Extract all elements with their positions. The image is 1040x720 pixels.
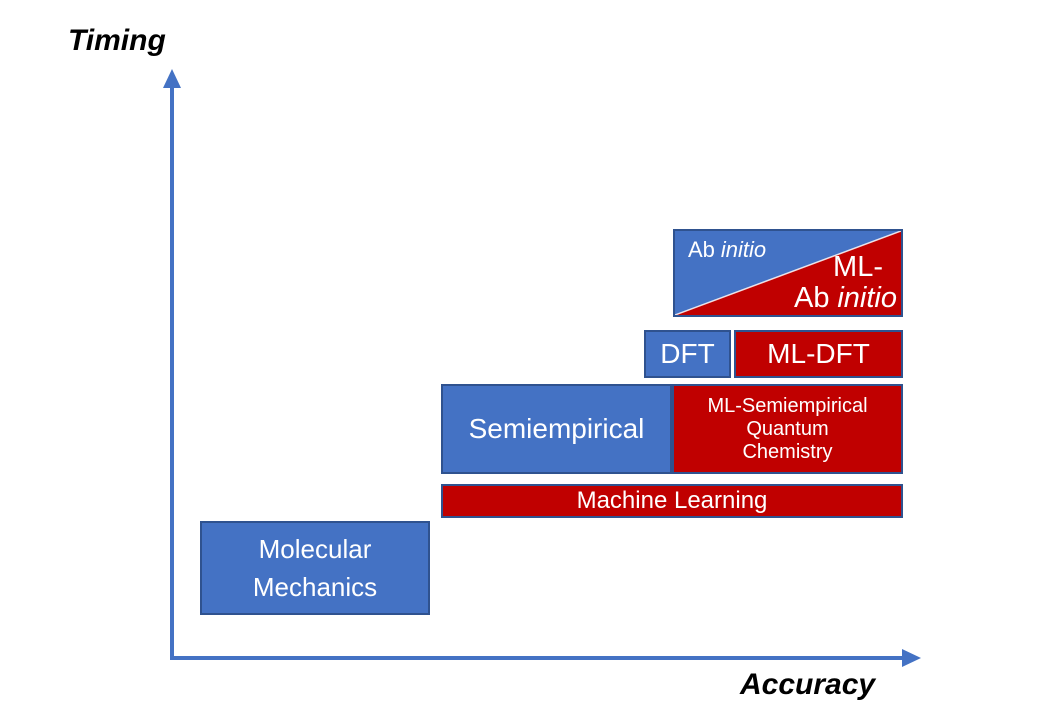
ml-semiempirical-line3: Chemistry [742, 440, 833, 463]
ml-semiempirical-line2: Quantum [746, 417, 829, 440]
ab-initio-italic: initio [720, 237, 767, 262]
ml-semiempirical-line1: ML-Semiempirical [707, 394, 868, 417]
ml-dft-box: ML-DFT [734, 330, 903, 378]
ml-ab-initio-line2-prefix: Ab [794, 282, 830, 314]
ab-initio-prefix: Ab [688, 237, 715, 262]
x-axis-label: Accuracy [740, 668, 876, 701]
y-axis-label: Timing [68, 24, 166, 57]
ml-ab-initio-line1: ML- [833, 251, 883, 283]
ml-ab-initio-line2-italic: initio [837, 282, 897, 314]
y-axis-arrow [163, 69, 181, 659]
dft-box: DFT [644, 330, 731, 378]
molecular-mechanics-line2: Mechanics [252, 572, 378, 602]
molecular-mechanics-line1: Molecular [258, 534, 372, 564]
semiempirical-box: Semiempirical [441, 384, 672, 474]
molecular-mechanics-box: Molecular Mechanics [200, 521, 430, 615]
x-axis-arrow [170, 649, 921, 667]
machine-learning-bar: Machine Learning [441, 484, 903, 518]
ml-semiempirical-box: ML-Semiempirical Quantum Chemistry [672, 384, 903, 474]
diagonal-seam [675, 231, 901, 315]
